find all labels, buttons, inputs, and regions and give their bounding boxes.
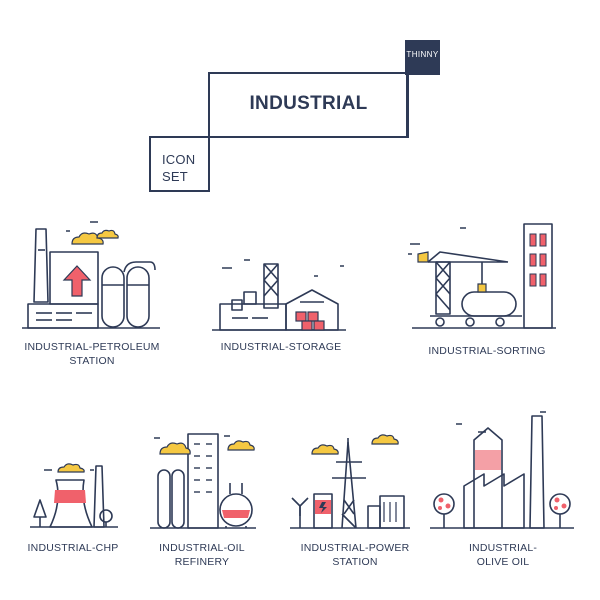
caption-line: INDUSTRIAL-PETROLEUM [24,341,160,353]
caption-line: INDUSTRIAL-STORAGE [220,341,342,353]
iconset-frame [149,136,210,192]
caption-storage: INDUSTRIAL-STORAGE [206,340,356,354]
caption-oil-refinery: INDUSTRIAL-OIL REFINERY [142,541,262,569]
caption-line: INDUSTRIAL-OIL [159,542,245,554]
caption-sorting: INDUSTRIAL-SORTING [412,344,562,358]
caption-line: INDUSTRIAL- [468,542,538,554]
tag-label: THINNY [406,50,439,59]
caption-olive-oil: INDUSTRIAL- OLIVE OIL [448,541,558,569]
iconset-label: ICON SET [162,151,208,185]
caption-line: INDUSTRIAL-SORTING [428,345,546,357]
caption-line: REFINERY [174,556,230,568]
iconset-line1: ICON [162,152,196,167]
iconset-line2: SET [162,169,188,184]
caption-line: INDUSTRIAL-POWER [300,542,410,554]
caption-power-station: INDUSTRIAL-POWER STATION [290,541,420,569]
caption-line: INDUSTRIAL-CHP [27,542,119,554]
caption-line: STATION [69,355,115,367]
tag-box [405,40,440,75]
caption-line: OLIVE OIL [476,556,530,568]
caption-chp: INDUSTRIAL-CHP [18,541,128,555]
page-title: INDUSTRIAL [249,93,368,114]
caption-petroleum-station: INDUSTRIAL-PETROLEUM STATION [12,340,172,368]
caption-line: STATION [332,556,378,568]
